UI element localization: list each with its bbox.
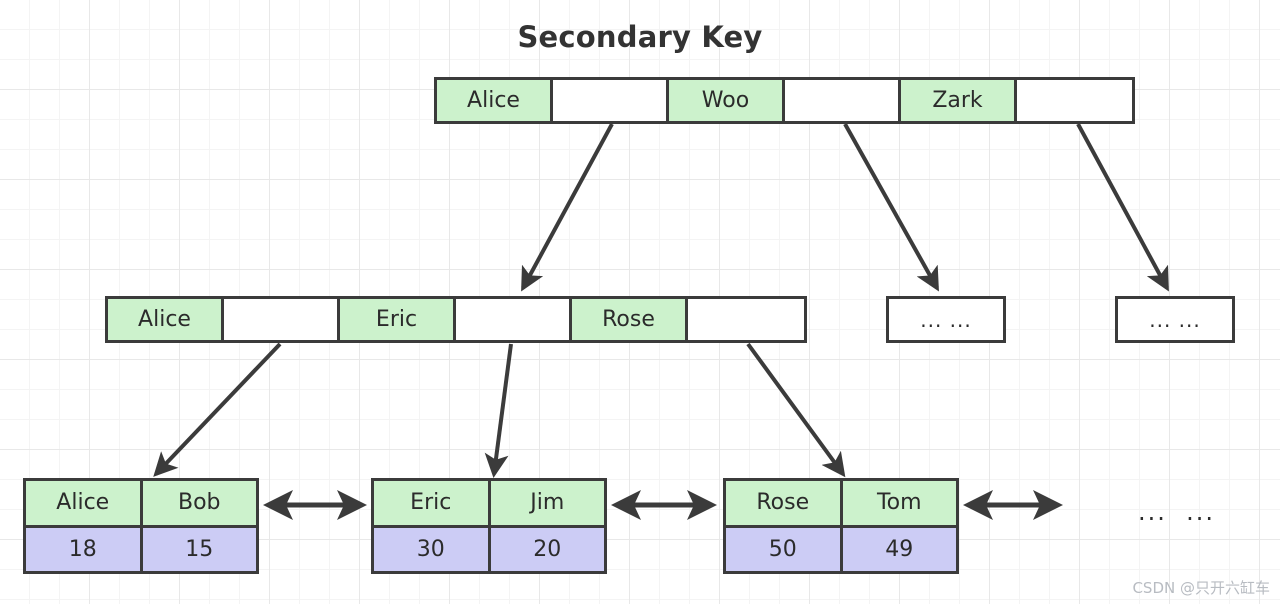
leaf-node-2-name-row: Eric Jim (374, 481, 604, 528)
leaf-node-3-name-0[interactable]: Rose (726, 481, 843, 525)
root-cell-pointer-0[interactable] (553, 80, 669, 121)
leaf-node-1-name-1[interactable]: Bob (142, 481, 256, 525)
leaf-node-3-name-1[interactable]: Tom (842, 481, 956, 525)
internal-1-cell-key-0[interactable]: Alice (108, 299, 224, 340)
edge-root-to-internal-ellipsis-1 (843, 123, 939, 292)
leaf-trailing-ellipsis: ... ... (1138, 498, 1216, 526)
leaf-node-1-name-0[interactable]: Alice (26, 481, 143, 525)
edge-root-to-internal-ellipsis-2 (1076, 123, 1169, 292)
leaf-node-2-value-1[interactable]: 20 (490, 527, 604, 571)
leaf-node-2-value-row: 30 20 (374, 527, 604, 571)
root-node[interactable]: Alice Woo Zark (434, 77, 1135, 124)
root-cell-pointer-1[interactable] (785, 80, 901, 121)
internal-1-cell-pointer-0[interactable] (224, 299, 340, 340)
leaf-node-1-value-1[interactable]: 15 (142, 527, 256, 571)
internal-1-cell-pointer-2[interactable] (688, 299, 804, 340)
leaf-node-2-name-0[interactable]: Eric (374, 481, 491, 525)
edge-internal-1-to-leaf-2 (484, 343, 513, 478)
watermark: CSDN @只开六缸车 (1132, 579, 1270, 597)
root-cell-key-2[interactable]: Zark (901, 80, 1017, 121)
leaf-node-2[interactable]: Eric Jim 30 20 (371, 478, 607, 574)
internal-node-ellipsis-2[interactable]: ... ... (1115, 296, 1235, 343)
leaf-node-3-value-row: 50 49 (726, 527, 956, 571)
edge-internal-1-to-leaf-3 (746, 342, 846, 478)
root-cell-key-0[interactable]: Alice (437, 80, 553, 121)
leaf-node-1-name-row: Alice Bob (26, 481, 256, 528)
page-title: Secondary Key (517, 20, 763, 54)
leaf-node-3-value-0[interactable]: 50 (726, 527, 843, 571)
internal-1-cell-pointer-1[interactable] (456, 299, 572, 340)
root-cell-pointer-2[interactable] (1017, 80, 1132, 121)
leaf-node-1-value-row: 18 15 (26, 527, 256, 571)
edge-internal-1-to-leaf-1 (153, 342, 282, 477)
leaf-node-3-name-row: Rose Tom (726, 481, 956, 528)
leaf-node-2-name-1[interactable]: Jim (490, 481, 604, 525)
root-cell-key-1[interactable]: Woo (669, 80, 785, 121)
leaf-node-3[interactable]: Rose Tom 50 49 (723, 478, 959, 574)
internal-node-1[interactable]: Alice Eric Rose (105, 296, 807, 343)
internal-node-ellipsis-1[interactable]: ... ... (886, 296, 1006, 343)
edge-root-to-internal-1 (521, 123, 614, 292)
internal-1-cell-key-2[interactable]: Rose (572, 299, 688, 340)
leaf-node-1-value-0[interactable]: 18 (26, 527, 143, 571)
leaf-node-2-value-0[interactable]: 30 (374, 527, 491, 571)
leaf-node-1[interactable]: Alice Bob 18 15 (23, 478, 259, 574)
leaf-node-3-value-1[interactable]: 49 (842, 527, 956, 571)
internal-1-cell-key-1[interactable]: Eric (340, 299, 456, 340)
